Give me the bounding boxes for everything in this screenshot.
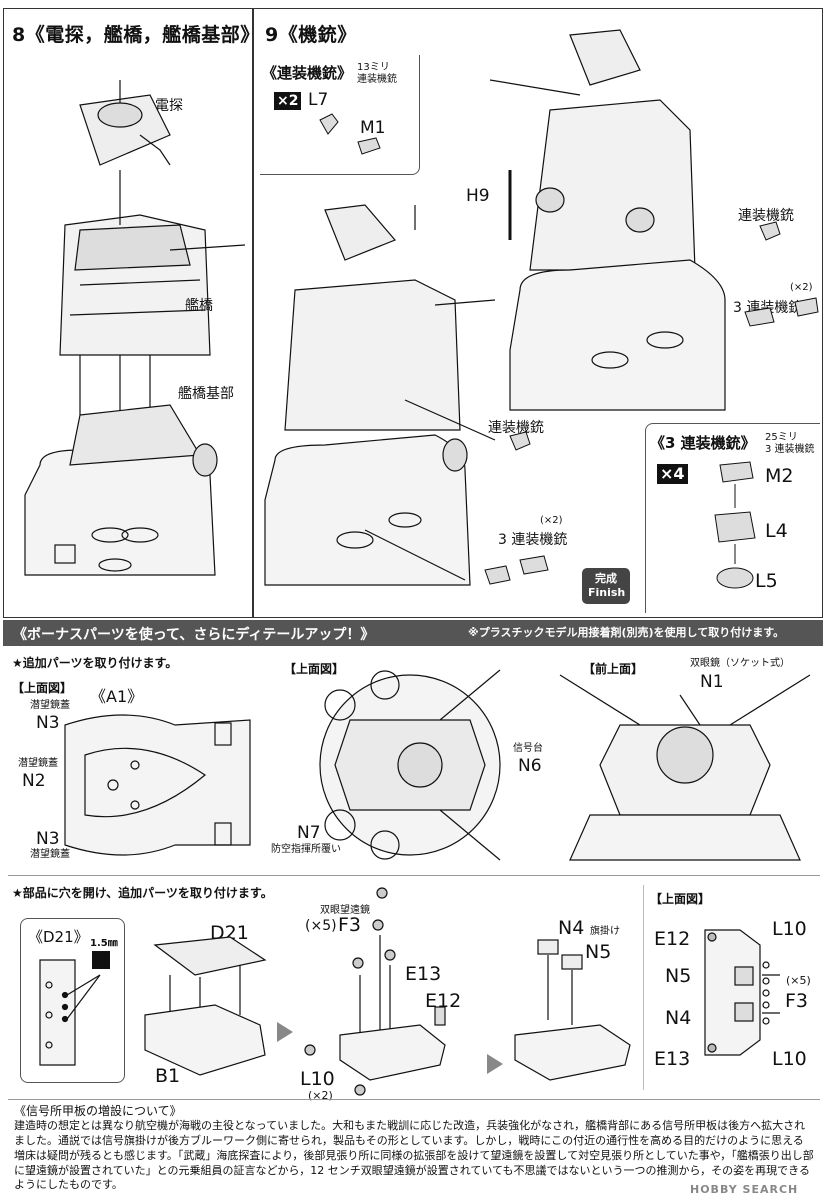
d21-box-title: 《D21》 (28, 928, 89, 946)
twin-mg-box (260, 55, 420, 175)
label-b1: B1 (155, 1065, 181, 1087)
flag-caption: 旗掛け (590, 926, 620, 937)
label-n3-top: N3 (36, 713, 60, 733)
steps-frame (3, 8, 823, 618)
drill-icon (92, 951, 110, 969)
top-view-a-part: 《A1》 (90, 687, 144, 706)
qty-triple-b: (×2) (540, 515, 563, 526)
n7-caption: 防空指揮所覆い (271, 844, 341, 855)
triple-mg-box (645, 423, 820, 613)
label-triple-mg-b: 3 連装機銃 (498, 532, 568, 548)
label-e13-c: E13 (654, 1048, 691, 1070)
part-l4: L4 (765, 520, 788, 542)
label-bridge-base: 艦橋基部 (178, 386, 234, 402)
top-view-a-title: 【上面図】 (12, 681, 73, 695)
label-n3-bottom: N3 (36, 829, 60, 849)
step9-drawing-left (264, 204, 496, 586)
label-n4-right: N4 (558, 917, 585, 939)
finish-badge: 完成 Finish (582, 568, 630, 604)
part-l7: L7 (308, 90, 329, 110)
bonus-banner: 《ボーナスパーツを使って、さらにディテールアップ！》 (3, 620, 823, 646)
triple-mg-assembly (714, 461, 756, 589)
instr-drill: ★部品に穴を開け、追加パーツを取り付けます。 (12, 886, 273, 900)
finish-line2: Finish (588, 585, 626, 599)
part-m1: M1 (360, 118, 386, 138)
step-divider (252, 8, 254, 618)
step8-drawing (24, 80, 246, 576)
qty-x5-mid: (×5) (305, 918, 337, 934)
triple-mg-box-caption: 25ミリ 3 連装機銃 (765, 432, 815, 455)
top-view-c-title: 【上面図】 (650, 892, 711, 906)
label-f3-c: F3 (785, 990, 809, 1012)
d21-box (20, 918, 125, 1083)
arrow-2 (487, 1054, 503, 1074)
bonus-banner-note: ※プラスチックモデル用接着剤(別売)を使用して取り付けます。 (468, 626, 785, 639)
top-view-c-divider (643, 885, 644, 1090)
triple-mg-box-title: 《3 連装機銃》 (650, 434, 756, 452)
label-n6: N6 (518, 756, 542, 776)
qty-triple-a: (×2) (790, 282, 813, 293)
front-top-title: 【前上面】 (583, 662, 644, 676)
finish-line1: 完成 (595, 572, 617, 585)
part-l5: L5 (755, 570, 778, 592)
label-h9: H9 (466, 186, 490, 206)
watermark: HOBBY SEARCH (690, 1183, 799, 1196)
triple-mg-qty: ×4 (657, 464, 688, 484)
n6-caption: 信号台 (513, 743, 543, 754)
footer-divider (8, 1099, 820, 1100)
mg-part-icons (484, 221, 819, 585)
label-n7: N7 (297, 823, 321, 843)
instr-add: ★追加パーツを取り付けます。 (12, 656, 178, 670)
n1-caption: 双眼鏡（ソケット式） (690, 658, 790, 669)
mid-assembly-drawing (304, 887, 446, 1096)
n2-caption: 潜望鏡蓋 (18, 758, 58, 769)
label-bridge: 艦橋 (185, 298, 213, 314)
label-n1: N1 (700, 672, 724, 692)
binocular-caption: 双眼望遠鏡 (320, 905, 370, 916)
step9-drawing-right (489, 29, 726, 411)
label-twin-mg-b: 連装機銃 (488, 420, 544, 436)
label-n2: N2 (22, 771, 46, 791)
twin-mg-part-icons (319, 113, 381, 155)
label-l10-c-top: L10 (772, 918, 807, 940)
arrow-1 (277, 1022, 293, 1042)
n3-top-caption: 潜望鏡蓋 (30, 700, 70, 711)
right-assembly-drawing (514, 939, 631, 1081)
label-radar: 電探 (155, 98, 183, 114)
top-view-c-drawing (704, 929, 780, 1056)
top-view-b-drawing (319, 669, 501, 861)
d21-detail-drawing (39, 959, 101, 1066)
label-l10-c-bottom: L10 (772, 1048, 807, 1070)
footer-text: 建造時の想定とは異なり航空機が海戦の主役となっていました。大和もまた戦訓に応じた… (14, 1119, 814, 1192)
step8-title: 8《電探，艦橋，艦橋基部》 (12, 24, 260, 46)
label-n4-c: N4 (665, 1007, 692, 1029)
label-e12-mid: E12 (425, 990, 462, 1012)
twin-mg-qty: ×2 (274, 92, 302, 110)
front-top-drawing (559, 674, 811, 861)
n3-bottom-caption: 潜望鏡蓋 (30, 849, 70, 860)
part-m2: M2 (765, 465, 794, 487)
b1-d21-drawing (144, 936, 267, 1076)
top-view-a-drawing (64, 714, 251, 856)
footer-heading: 《信号所甲板の増設について》 (14, 1104, 182, 1118)
label-f3-mid: F3 (338, 914, 362, 936)
step9-title: 9《機銃》 (265, 24, 357, 46)
qty-x2-mid: (×2) (308, 1089, 333, 1102)
label-l10-mid: L10 (300, 1068, 335, 1090)
qty-x5-c: (×5) (786, 974, 811, 987)
label-n5-right: N5 (585, 941, 612, 963)
twin-mg-box-caption: 13ミリ 連装機銃 (357, 62, 397, 85)
twin-mg-box-title: 《連装機銃》 (262, 64, 353, 82)
label-e12-c: E12 (654, 928, 691, 950)
top-view-b-title: 【上面図】 (284, 662, 345, 676)
drill-size: 1.5㎜ (90, 938, 118, 949)
label-e13-mid: E13 (405, 963, 442, 985)
mid-divider (8, 875, 820, 876)
label-n5-c: N5 (665, 965, 692, 987)
label-twin-mg-a: 連装機銃 (738, 208, 794, 224)
